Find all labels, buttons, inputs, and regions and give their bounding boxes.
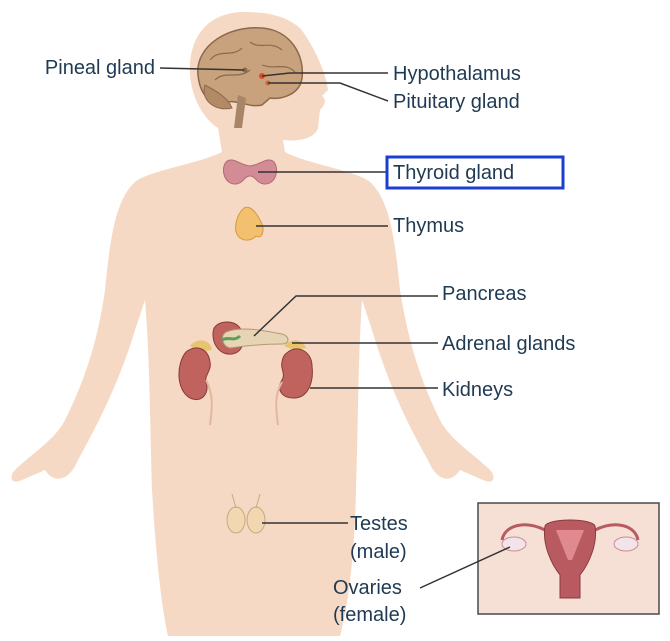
leader-lines [159, 67, 511, 589]
label-pancreas: Pancreas [442, 283, 527, 305]
labels: Pineal gland Hypothalamus Pituitary glan… [45, 57, 576, 626]
brain-illustration [197, 26, 304, 128]
pancreas-organ [212, 321, 289, 355]
thyroid-organ [222, 159, 278, 185]
ovaries-inset [477, 502, 660, 615]
pineal-marker [242, 67, 248, 73]
label-ovaries-note: (female) [333, 604, 406, 626]
hypothalamus-leader [261, 72, 388, 77]
left-kidney [178, 340, 213, 426]
label-testes: Testes [350, 513, 408, 535]
label-thymus: Thymus [393, 215, 464, 237]
thymus-organ [235, 206, 264, 241]
label-ovaries: Ovaries [333, 577, 402, 599]
label-testes-note: (male) [350, 541, 407, 563]
label-pituitary-gland: Pituitary gland [393, 91, 520, 113]
pineal-leader [159, 67, 245, 71]
label-adrenal-glands: Adrenal glands [442, 333, 575, 355]
body-silhouette [11, 12, 494, 636]
pituitary-leader [268, 82, 389, 102]
label-hypothalamus: Hypothalamus [393, 63, 521, 85]
label-kidneys: Kidneys [442, 379, 513, 401]
label-thyroid-gland: Thyroid gland [393, 162, 514, 184]
label-pineal-gland: Pineal gland [45, 57, 155, 79]
ovaries-leader [419, 546, 511, 589]
thyroid-highlight-box [385, 155, 565, 190]
pancreas-leader [253, 295, 438, 337]
testes-organ [226, 493, 266, 534]
